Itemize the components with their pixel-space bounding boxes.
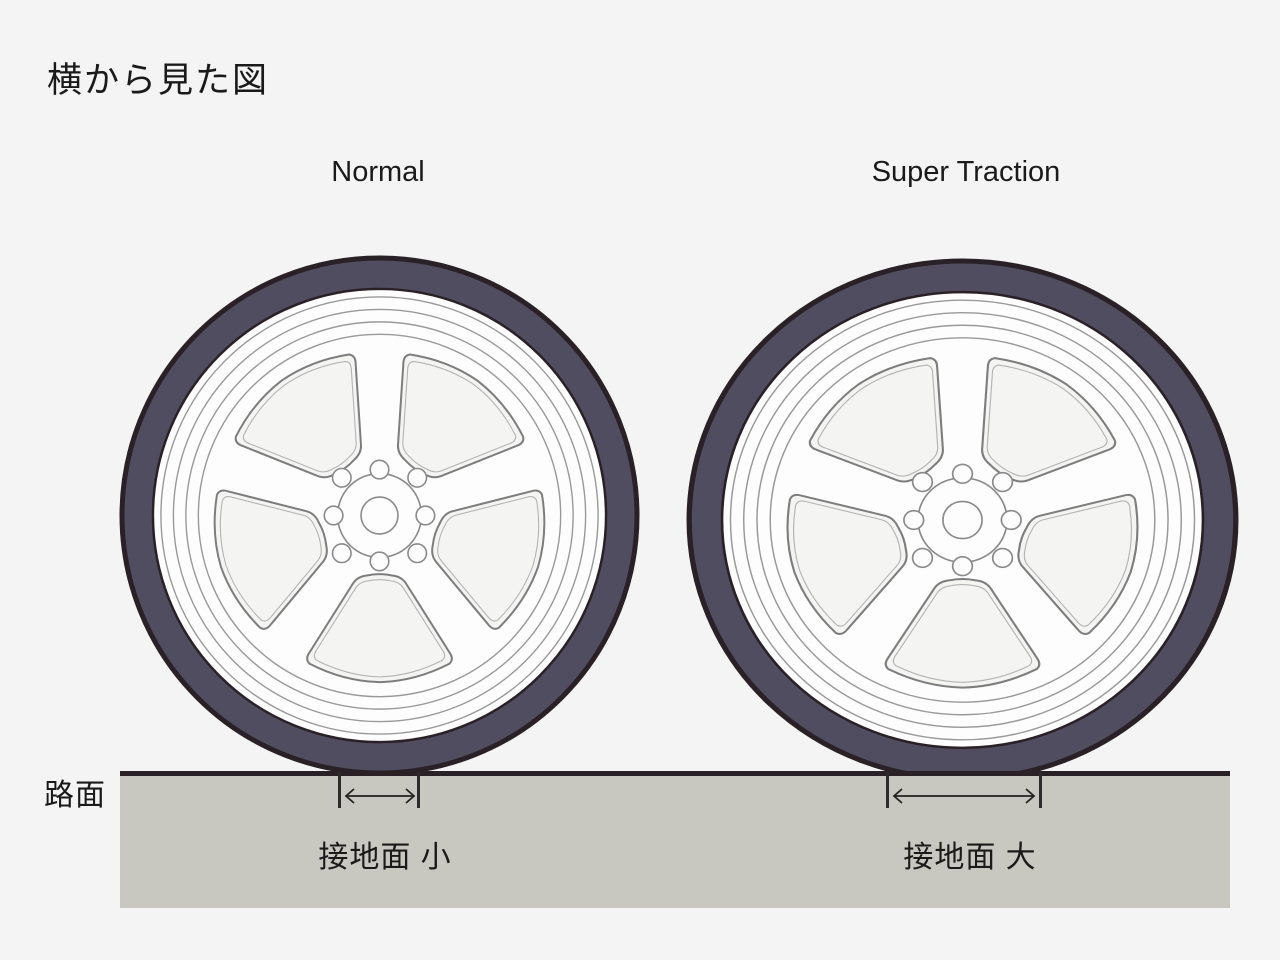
- label-normal: Normal: [331, 156, 425, 188]
- contact-width-arrow-normal: [344, 788, 416, 804]
- contact-width-arrow-super: [892, 788, 1036, 804]
- road-surface: [120, 771, 1230, 908]
- page-title: 横から見た図: [47, 61, 270, 100]
- wheel-normal: [119, 255, 640, 776]
- road-label: 路面: [44, 779, 106, 812]
- contact-tick-left-normal: [338, 772, 341, 808]
- contact-label-large: 接地面 大: [903, 841, 1037, 874]
- label-super-traction: Super Traction: [871, 156, 1061, 188]
- contact-tick-right-super: [1039, 772, 1042, 808]
- contact-tick-left-super: [886, 772, 889, 808]
- wheel-super-traction: [686, 258, 1239, 782]
- contact-label-small: 接地面 小: [318, 841, 452, 874]
- contact-tick-right-normal: [417, 772, 420, 808]
